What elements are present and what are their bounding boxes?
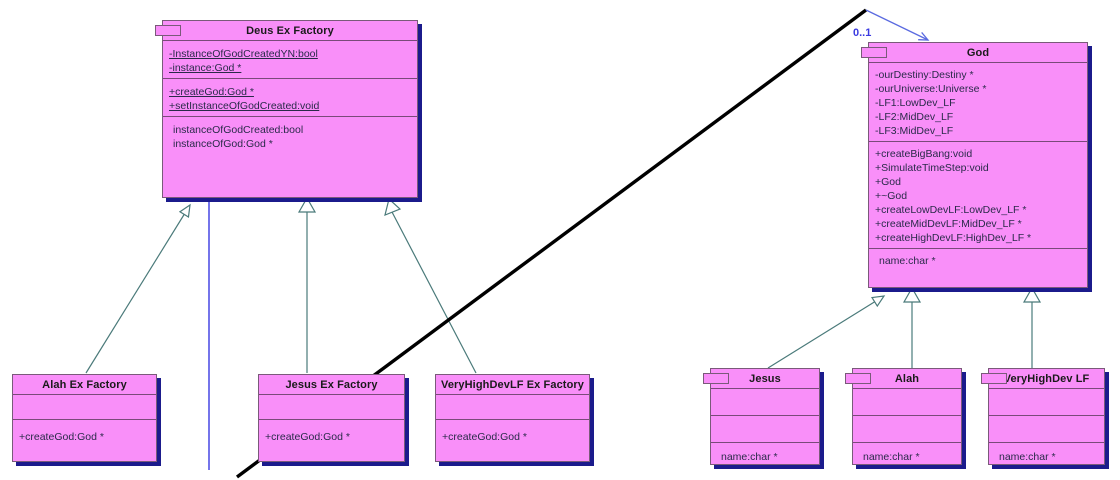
operation-row: +createHighDevLF:HighDev_LF * xyxy=(875,232,1032,244)
attribute-row: -ourDestiny:Destiny * xyxy=(875,69,974,81)
class-box-god[interactable]: God -ourDestiny:Destiny * -ourUniverse:U… xyxy=(861,42,1088,288)
operations-section-jesus xyxy=(711,416,819,443)
operations-section-alah xyxy=(853,416,961,443)
operation-row: +createMidDevLF:MidDev_LF * xyxy=(875,218,1022,230)
attributes-section-jesus xyxy=(711,389,819,416)
responsibilities-section-alah: name:char * xyxy=(853,443,961,467)
attributes-section-jesus-ex-factory xyxy=(259,395,404,420)
class-tab-icon xyxy=(703,373,729,384)
responsibilities-section-jesus: name:char * xyxy=(711,443,819,467)
responsibility-row: instanceOfGod:God * xyxy=(173,138,273,150)
generalization-alahexfactory-to-deus xyxy=(85,203,191,374)
class-title-alah: Alah xyxy=(853,369,961,389)
attributes-section-god: -ourDestiny:Destiny * -ourUniverse:Unive… xyxy=(869,63,1087,142)
attribute-row: -InstanceOfGodCreatedYN:bool xyxy=(169,48,318,60)
class-title-deus-ex-factory: Deus Ex Factory xyxy=(163,21,417,41)
class-title-veryhighdevlf-ex-factory: VeryHighDevLF Ex Factory xyxy=(436,375,589,395)
operation-row: +createGod:God * xyxy=(169,86,254,98)
responsibility-row: instanceOfGodCreated:bool xyxy=(173,124,304,136)
generalization-veryhighdevlf-to-god xyxy=(1022,286,1042,368)
attributes-section-deus: -InstanceOfGodCreatedYN:bool -instance:G… xyxy=(163,41,417,79)
attribute-row: -LF1:LowDev_LF xyxy=(875,97,956,109)
class-tab-icon xyxy=(845,373,871,384)
class-box-jesus-ex-factory[interactable]: Jesus Ex Factory +createGod:God * xyxy=(258,374,405,462)
operation-row: +createBigBang:void xyxy=(875,148,973,160)
generalization-veryhighdevlfexfactory-to-deus xyxy=(384,197,477,374)
class-title-jesus-ex-factory: Jesus Ex Factory xyxy=(259,375,404,395)
class-box-veryhighdevlf-ex-factory[interactable]: VeryHighDevLF Ex Factory +createGod:God … xyxy=(435,374,590,462)
operation-row: +createGod:God * xyxy=(265,431,350,443)
responsibilities-section-deus: instanceOfGodCreated:bool instanceOfGod:… xyxy=(163,117,417,154)
responsibility-row: name:char * xyxy=(863,451,920,463)
operations-section-jesus-ex-factory: +createGod:God * xyxy=(259,420,404,447)
responsibility-row: name:char * xyxy=(721,451,778,463)
attribute-row: -instance:God * xyxy=(169,62,242,74)
class-title-veryhighdev-lf: VeryHighDev LF xyxy=(989,369,1104,389)
class-tab-icon xyxy=(155,25,181,36)
operations-section-veryhighdevlf-ex-factory: +createGod:God * xyxy=(436,420,589,447)
class-title-god: God xyxy=(869,43,1087,63)
class-box-alah[interactable]: Alah name:char * xyxy=(845,368,962,467)
attributes-section-veryhighdev-lf xyxy=(989,389,1104,416)
class-tab-icon xyxy=(861,47,887,58)
association-arrow-to-god xyxy=(865,9,930,41)
responsibilities-section-veryhighdev-lf: name:char * xyxy=(989,443,1104,467)
operation-row: +SimulateTimeStep:void xyxy=(875,162,989,174)
operation-row: +~God xyxy=(875,190,908,202)
responsibility-row: name:char * xyxy=(999,451,1056,463)
attributes-section-alah-ex-factory xyxy=(13,395,156,420)
attribute-row: -ourUniverse:Universe * xyxy=(875,83,987,95)
class-box-jesus[interactable]: Jesus name:char * xyxy=(703,368,820,467)
responsibility-row: name:char * xyxy=(879,255,936,267)
responsibilities-section-god: name:char * xyxy=(869,249,1087,271)
generalization-jesusexfactory-to-deus xyxy=(297,196,317,373)
attribute-row: -LF2:MidDev_LF xyxy=(875,111,954,123)
operation-row: +createGod:God * xyxy=(442,431,527,443)
class-title-alah-ex-factory: Alah Ex Factory xyxy=(13,375,156,395)
operation-row: +setInstanceOfGodCreated:void xyxy=(169,100,320,112)
class-box-alah-ex-factory[interactable]: Alah Ex Factory +createGod:God * xyxy=(12,374,157,462)
operations-section-deus: +createGod:God * +setInstanceOfGodCreate… xyxy=(163,79,417,117)
attribute-row: -LF3:MidDev_LF xyxy=(875,125,954,137)
class-box-veryhighdev-lf[interactable]: VeryHighDev LF name:char * xyxy=(981,368,1105,467)
class-box-deus-ex-factory[interactable]: Deus Ex Factory -InstanceOfGodCreatedYN:… xyxy=(155,20,418,198)
operation-row: +createLowDevLF:LowDev_LF * xyxy=(875,204,1027,216)
operation-row: +createGod:God * xyxy=(19,431,104,443)
operations-section-god: +createBigBang:void +SimulateTimeStep:vo… xyxy=(869,142,1087,249)
operations-section-alah-ex-factory: +createGod:God * xyxy=(13,420,156,447)
operations-section-veryhighdev-lf xyxy=(989,416,1104,443)
class-tab-icon xyxy=(981,373,1007,384)
attributes-section-alah xyxy=(853,389,961,416)
operation-row: +God xyxy=(875,176,901,188)
attributes-section-veryhighdevlf-ex-factory xyxy=(436,395,589,420)
generalization-jesus-to-god xyxy=(767,295,886,369)
generalization-alah-to-god xyxy=(902,286,922,368)
multiplicity-label-0-1: 0..1 xyxy=(853,27,872,39)
